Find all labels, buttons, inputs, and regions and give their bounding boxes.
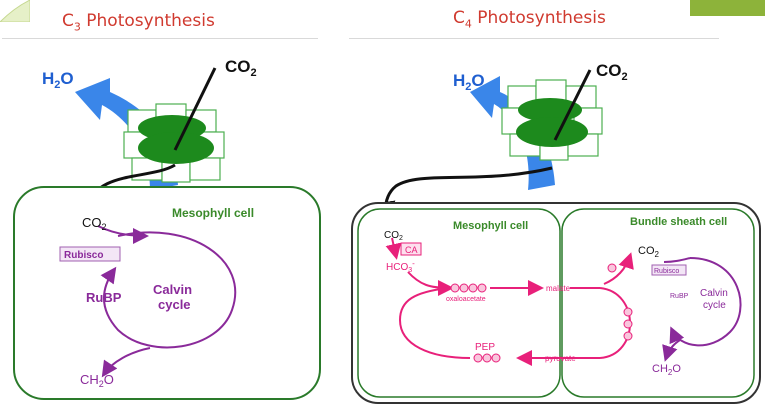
c4-bundle-sheath-label: Bundle sheath cell bbox=[630, 216, 727, 228]
c4-co2-release-arrow bbox=[603, 252, 634, 285]
c3-mesophyll-label: Mesophyll cell bbox=[172, 206, 254, 220]
c3-co2-text: CO bbox=[225, 57, 251, 76]
c4-hco3-label: HCO3- bbox=[386, 259, 415, 274]
c4-malate-label: malate bbox=[546, 284, 571, 293]
c4-ch2o-sub: 2 bbox=[668, 368, 673, 377]
corner-accent bbox=[690, 0, 765, 16]
c3-h2o-o: O bbox=[60, 69, 73, 88]
corner-leaf-decoration bbox=[0, 0, 30, 22]
c3-mesophyll-cell bbox=[13, 186, 321, 400]
c3-inner-co2-label: CO2 bbox=[82, 215, 107, 232]
c3-h2o-h: H bbox=[42, 69, 54, 88]
c3-co2-entry-line bbox=[173, 67, 217, 151]
c4-title-sub: 4 bbox=[464, 17, 472, 31]
c4-water-arrow bbox=[470, 76, 555, 190]
c4-inner-co2-label: CO2 bbox=[384, 230, 403, 242]
c4-calvin-cycle-arc bbox=[669, 257, 742, 347]
c3-calvin-label-1: Calvin bbox=[153, 282, 192, 297]
c4-bs-co2-label: CO2 bbox=[638, 245, 660, 259]
c4-co2-text: CO bbox=[596, 61, 622, 80]
c4-title-rest: Photosynthesis bbox=[471, 8, 606, 28]
c3-ch2o-out-arrow bbox=[101, 347, 151, 378]
c3-title-letter: C bbox=[62, 11, 74, 31]
c3-rubp-label: RuBP bbox=[86, 290, 122, 305]
c4-hco3-text: HCO bbox=[386, 262, 408, 273]
c3-title-rule bbox=[2, 38, 318, 39]
c4-h2o-sub: 2 bbox=[465, 81, 471, 93]
c4-co2-sub: 2 bbox=[622, 71, 628, 83]
c4-calvin-label-2: cycle bbox=[703, 300, 726, 311]
c4-co2-entry-line bbox=[553, 69, 592, 141]
c3-co2-in-arrow bbox=[97, 225, 149, 244]
c3-inner-co2-text: CO bbox=[82, 215, 102, 230]
c4-title-rule bbox=[349, 38, 719, 39]
c3-ch2o-sub: 2 bbox=[99, 379, 104, 389]
c3-title-sub: 3 bbox=[73, 20, 81, 34]
c4-co2-in-arrow bbox=[663, 257, 691, 263]
c4-oxaloacetate-label: oxaloacetate bbox=[446, 296, 486, 303]
c4-panel bbox=[351, 69, 761, 404]
c3-ch2o-text: CH bbox=[80, 372, 99, 387]
c4-ch2o-label: CH2O bbox=[652, 363, 681, 377]
c3-co2-label: CO2 bbox=[225, 57, 257, 79]
c4-rubisco-label: Rubisco bbox=[654, 268, 679, 275]
c3-ch2o-o: O bbox=[104, 372, 114, 387]
c3-title-rest: Photosynthesis bbox=[80, 11, 215, 31]
c3-inner-co2-sub: 2 bbox=[102, 222, 107, 232]
c4-h2o-h: H bbox=[453, 71, 465, 90]
c4-co2-label: CO2 bbox=[596, 61, 628, 83]
c3-title: C3 Photosynthesis bbox=[62, 11, 215, 33]
c4-hco3-sub: 3 bbox=[408, 267, 412, 274]
c3-h2o-sub: 2 bbox=[54, 79, 60, 91]
c3-calvin-label-2: cycle bbox=[158, 297, 191, 312]
c4-inner-co2-sub: 2 bbox=[399, 235, 403, 242]
c4-mesophyll-label: Mesophyll cell bbox=[453, 220, 528, 232]
c4-rubp-label: RuBP bbox=[670, 293, 689, 300]
c4-title: C4 Photosynthesis bbox=[453, 8, 606, 30]
c3-co2-sub: 2 bbox=[251, 67, 257, 79]
c3-calvin-cycle-arc bbox=[100, 231, 237, 349]
c4-pep-return-arc bbox=[398, 287, 471, 359]
c4-bs-co2-text: CO bbox=[638, 245, 655, 257]
c4-bundle-sheath-cell bbox=[561, 208, 755, 398]
c3-rubisco-label: Rubisco bbox=[64, 250, 103, 261]
c4-mesophyll-cell bbox=[357, 208, 561, 398]
c4-carbon-circles bbox=[450, 263, 633, 363]
c3-ch2o-label: CH2O bbox=[80, 372, 114, 389]
c3-rubisco-box bbox=[59, 246, 121, 262]
c4-stoma-bottom bbox=[516, 117, 588, 147]
c4-hco3-sup: - bbox=[412, 259, 415, 268]
c4-ca-label: CA bbox=[405, 245, 418, 255]
c3-panel bbox=[13, 67, 321, 400]
c4-ch2o-o: O bbox=[672, 363, 681, 375]
c4-inner-co2-text: CO bbox=[384, 230, 399, 241]
c4-ch2o-out-arrow bbox=[662, 339, 681, 362]
c4-pep-label: PEP bbox=[475, 342, 495, 353]
c4-ch2o-text: CH bbox=[652, 363, 668, 375]
c4-co2-to-hco3-arrow bbox=[385, 237, 402, 260]
c4-ca-box bbox=[400, 242, 422, 256]
c4-calvin-label-1: Calvin bbox=[700, 288, 728, 299]
c4-h2o-label: H2O bbox=[453, 71, 485, 93]
c3-h2o-label: H2O bbox=[42, 69, 74, 91]
c4-pyruvate-label: pyruvate bbox=[545, 354, 576, 363]
c4-bs-co2-sub: 2 bbox=[655, 250, 660, 259]
c4-h2o-o: O bbox=[471, 71, 484, 90]
c4-leaf-cells bbox=[501, 79, 603, 161]
c4-rubisco-box bbox=[651, 264, 687, 276]
c4-title-letter: C bbox=[453, 8, 465, 28]
